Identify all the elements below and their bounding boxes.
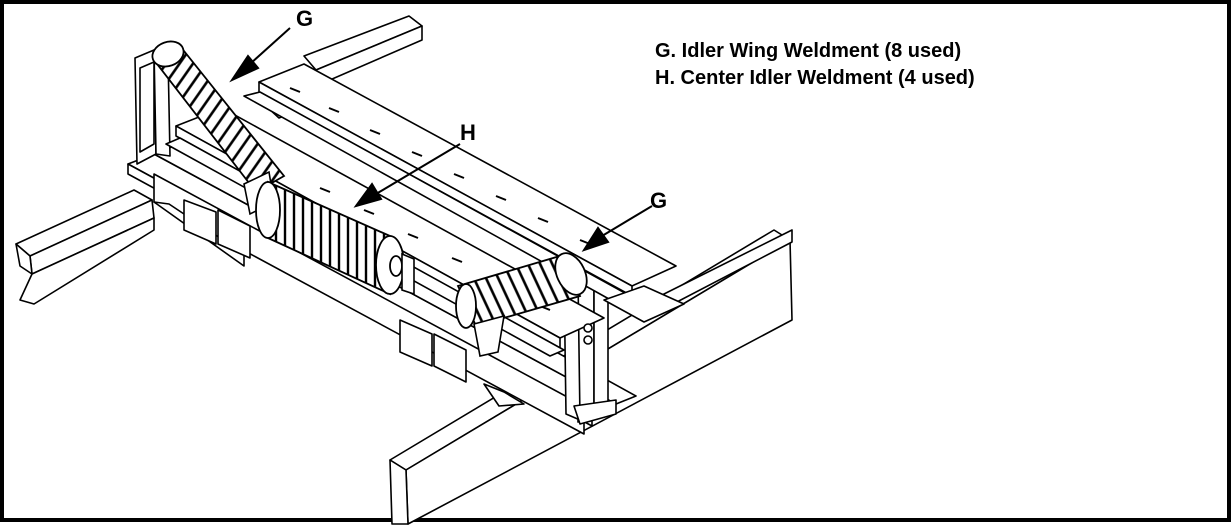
leader-g-right — [601, 205, 653, 237]
legend-item-h: H. Center Idler Weldment (4 used) — [655, 67, 975, 89]
leader-h — [375, 143, 461, 195]
callout-g-top: G — [296, 6, 314, 31]
wing-idler-right — [455, 252, 593, 357]
center-idler — [255, 180, 415, 296]
leader-g-top — [249, 27, 291, 65]
callout-h: H — [460, 120, 476, 145]
bracket-1 — [183, 199, 217, 245]
legend-item-g: G. Idler Wing Weldment (8 used) — [655, 40, 962, 62]
callout-g-right: G — [650, 188, 668, 213]
bracket-2 — [399, 319, 433, 367]
parts-legend: G. Idler Wing Weldment (8 used) H. Cente… — [655, 38, 975, 92]
conveyor-idler-illustration — [15, 15, 793, 525]
